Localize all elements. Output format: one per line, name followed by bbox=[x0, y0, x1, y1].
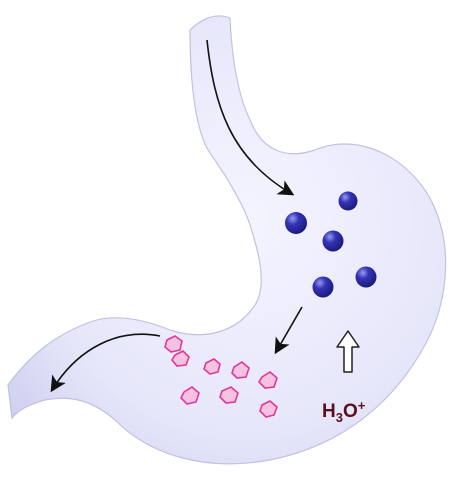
food-particle-icon bbox=[356, 267, 377, 288]
food-particle-icon bbox=[285, 212, 307, 234]
food-particle-icon bbox=[323, 231, 344, 252]
food-particle-icon bbox=[313, 277, 334, 298]
food-particle-icon bbox=[339, 192, 358, 211]
